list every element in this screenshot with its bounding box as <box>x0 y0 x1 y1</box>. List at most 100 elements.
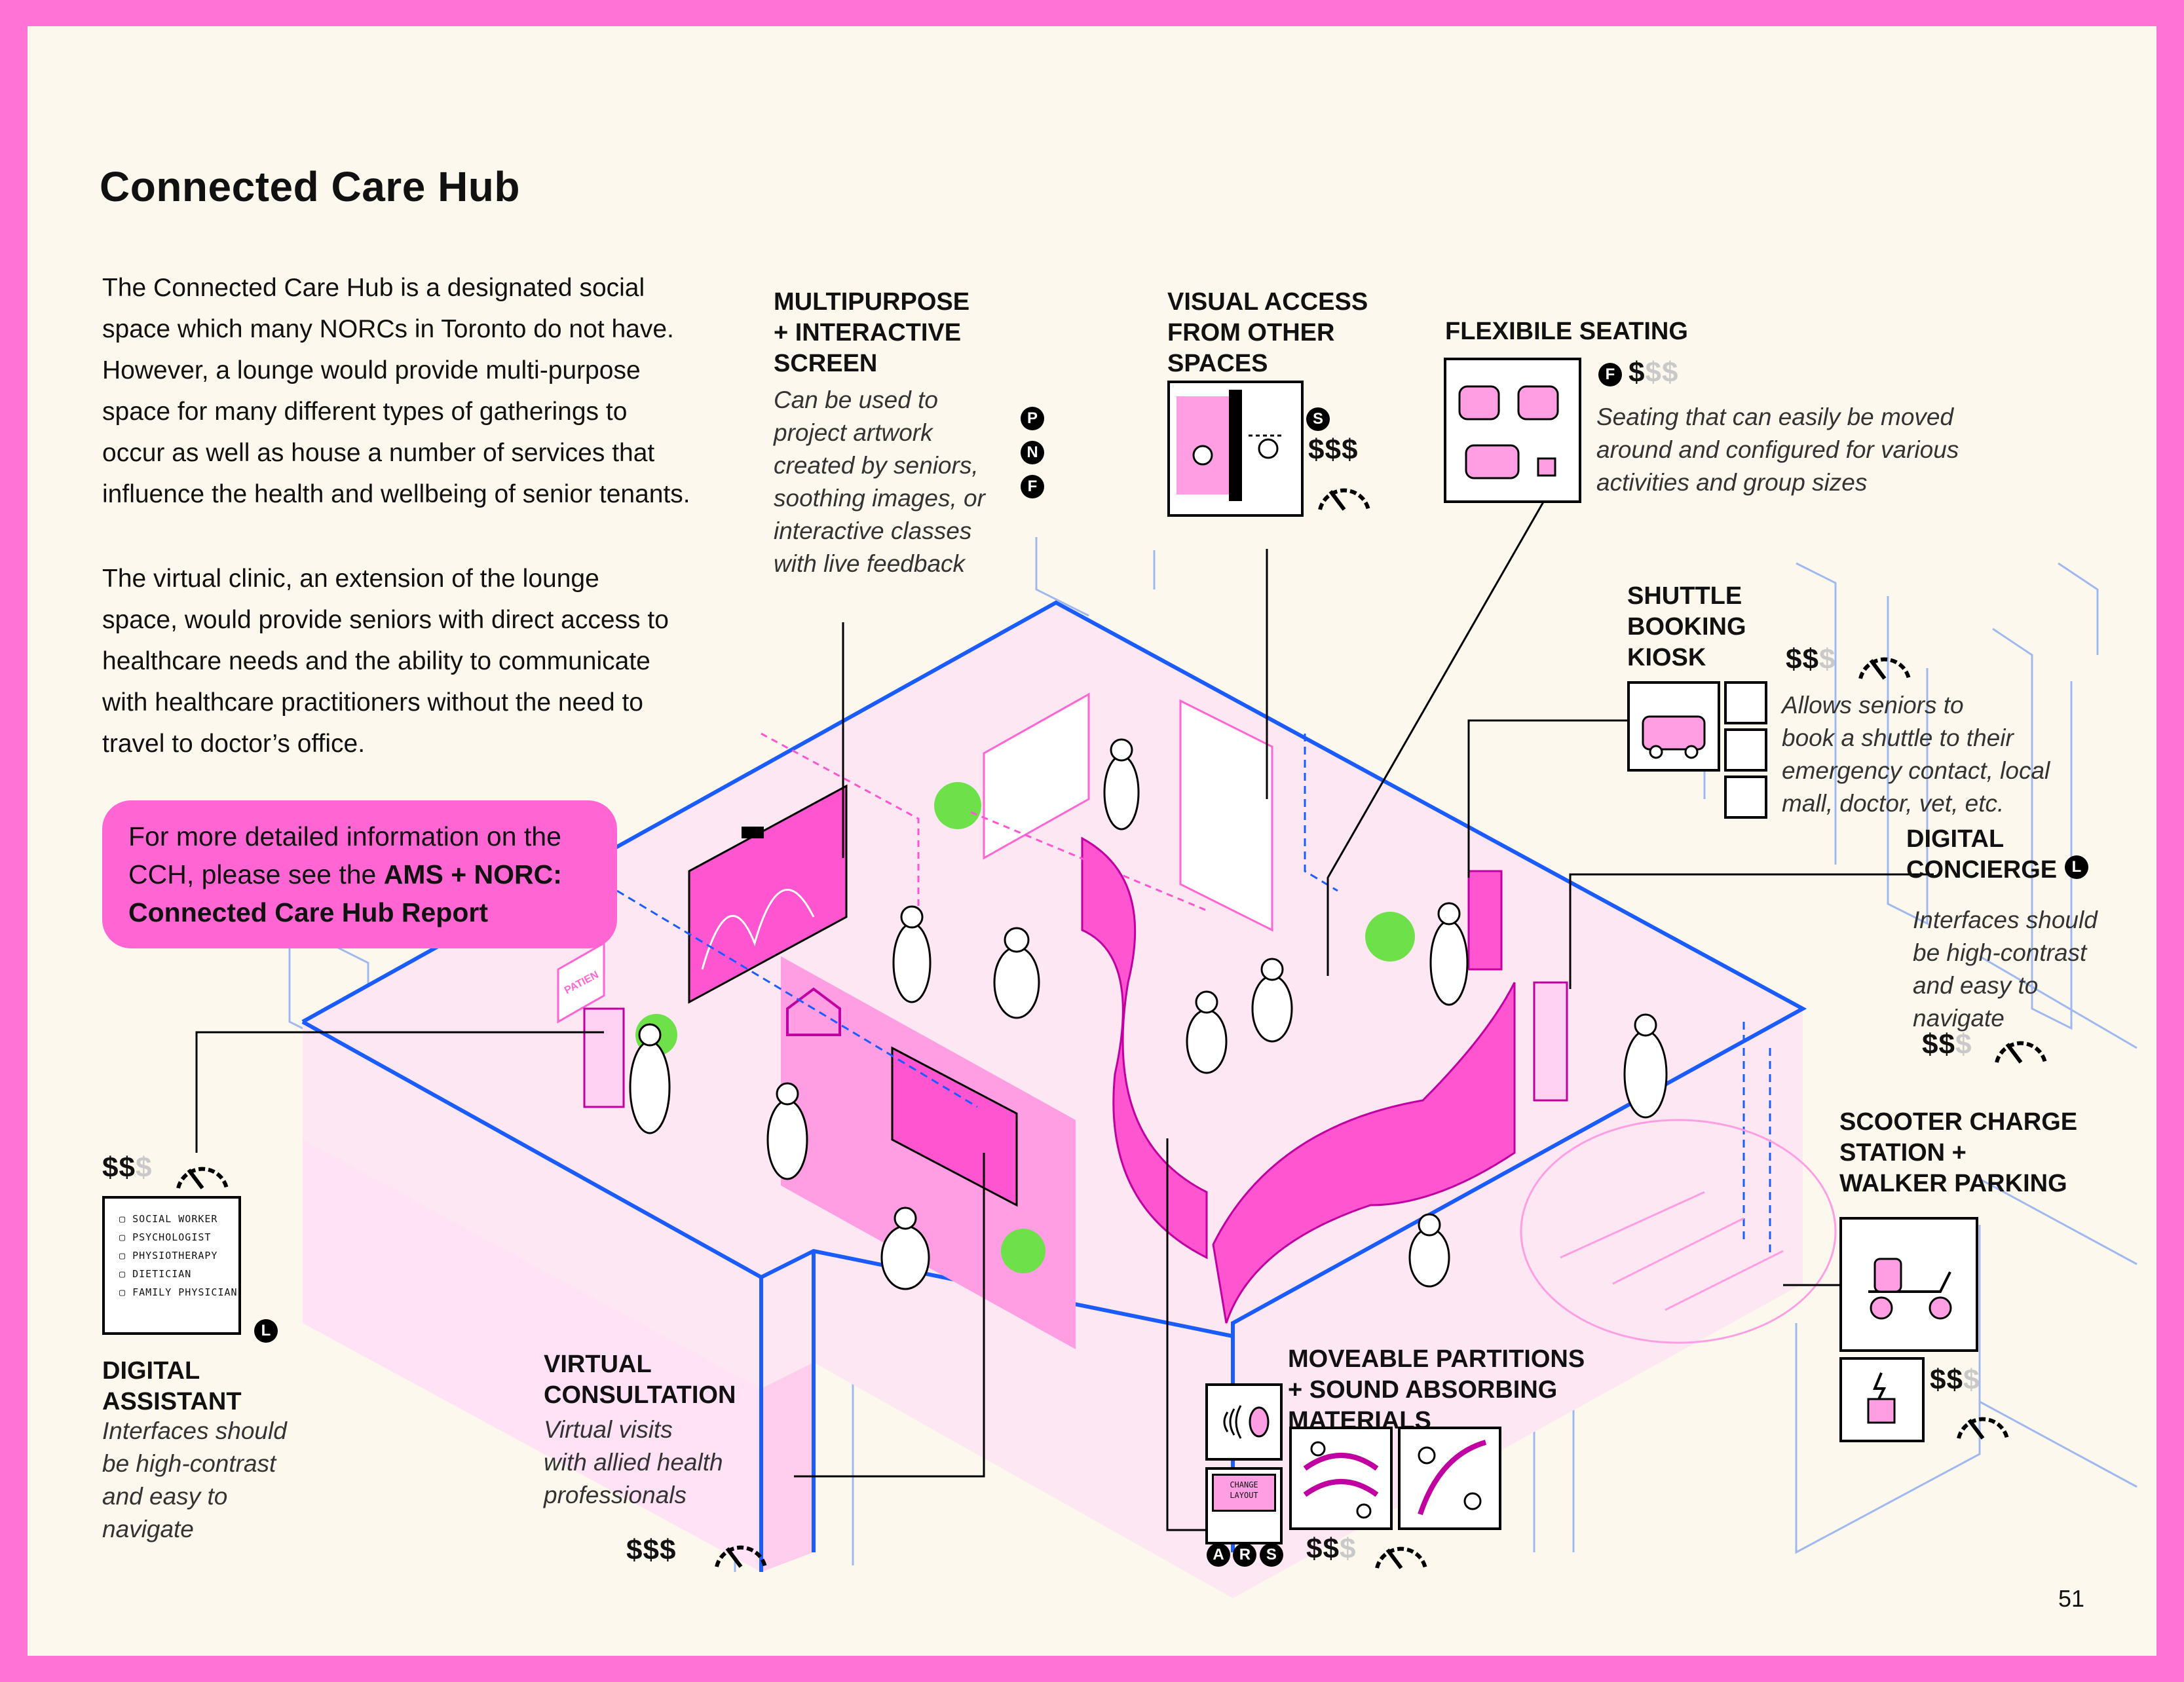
scooter-parking-area <box>1520 1119 1837 1344</box>
assistant-option[interactable]: ▢ PHYSIOTHERAPY <box>119 1250 218 1262</box>
desc-virtual-consultation: Virtual visits with allied health profes… <box>544 1413 793 1512</box>
callout-report-title[interactable]: Connected Care Hub Report <box>128 897 488 927</box>
shuttle-subicon-3 <box>1724 776 1767 819</box>
shuttle-icon-box <box>1627 681 1720 772</box>
assistant-option[interactable]: ▢ DIETICIAN <box>119 1268 192 1280</box>
window-back-right <box>1179 699 1273 932</box>
text-line: travel to doctor’s office. <box>102 730 366 758</box>
desc-digital-concierge: Interfaces should be high-contrast and e… <box>1913 904 2149 1035</box>
label-moveable-partitions: MOVEABLE PARTITIONS + SOUND ABSORBING MA… <box>1288 1344 1585 1436</box>
virtual-consultation-screen <box>891 1046 1018 1207</box>
callout-report-link[interactable]: AMS + NORC: <box>383 859 562 889</box>
leader-lines <box>195 495 1934 1531</box>
intro-paragraph-1: The Connected Care Hub is a designated s… <box>102 267 770 515</box>
label-line: SHUTTLE <box>1627 582 1742 610</box>
text-line: with healthcare practitioners without th… <box>102 688 643 717</box>
badge-s: S <box>1259 1543 1283 1567</box>
badge-f: F <box>1598 363 1622 386</box>
assistant-option-label: DIETICIAN <box>132 1268 192 1280</box>
label-line: MOVEABLE PARTITIONS <box>1288 1345 1585 1373</box>
desc-line: and easy to <box>1913 972 2039 999</box>
assistant-option-label: PHYSIOTHERAPY <box>132 1250 218 1262</box>
desc-line: Allows seniors to <box>1782 692 1964 719</box>
cost-off: $ <box>1339 1533 1357 1565</box>
curved-partition-1 <box>1081 836 1208 1260</box>
assistant-kiosk <box>583 1007 625 1108</box>
desc-flexible-seating: Seating that can easily be moved around … <box>1596 401 2003 499</box>
cost-on: $$ <box>102 1151 136 1184</box>
assistant-option-label: PSYCHOLOGIST <box>132 1231 212 1243</box>
sound-absorbing-icon-box <box>1205 1383 1283 1461</box>
text-line: The virtual clinic, an extension of the … <box>102 565 599 593</box>
screen-text: CHANGE <box>1230 1480 1258 1489</box>
shuttle-van-icon <box>1642 715 1706 759</box>
label-line: KIOSK <box>1627 644 1706 671</box>
multipurpose-screen-illustration <box>688 784 848 1004</box>
assistant-option[interactable]: ▢ PSYCHOLOGIST <box>119 1231 212 1243</box>
label-line: + INTERACTIVE <box>774 319 962 346</box>
flexible-seating-icon-box <box>1444 358 1581 503</box>
intro-paragraph-2: The virtual clinic, an extension of the … <box>102 558 770 764</box>
desc-multipurpose-screen: Can be used to project artwork created b… <box>774 384 1049 580</box>
cost-digital-assistant: $$$ <box>102 1151 152 1184</box>
effort-gauge-icon <box>715 1545 767 1568</box>
effort-gauge-icon <box>1957 1417 2009 1440</box>
label-line: SPACES <box>1167 350 1268 377</box>
change-layout-screen[interactable]: CHANGE LAYOUT <box>1212 1474 1276 1512</box>
floor-plan-illustration <box>195 495 2137 1598</box>
label-line: + SOUND ABSORBING <box>1288 1376 1558 1404</box>
desc-shuttle: Allows seniors to book a shuttle to thei… <box>1782 689 2122 820</box>
assistant-option[interactable]: ▢ SOCIAL WORKER <box>119 1213 218 1225</box>
callout-text: CCH, please see the <box>128 859 384 889</box>
desc-line: Interfaces should <box>102 1417 287 1444</box>
assistant-option[interactable]: ▢ FAMILY PHYSICIAN <box>119 1286 238 1298</box>
label-line: CONSULTATION <box>544 1381 736 1409</box>
callout-line: For more detailed information on the <box>128 821 561 851</box>
desc-digital-assistant: Interfaces should be high-contrast and e… <box>102 1415 338 1546</box>
cost-on: $$ <box>1930 1364 1963 1396</box>
shuttle-subicon-2 <box>1724 728 1767 772</box>
front-wall-left <box>303 1140 761 1572</box>
patient-sign <box>557 941 605 1024</box>
label-line: SCOOTER CHARGE <box>1839 1108 2078 1136</box>
desc-line: with allied health <box>544 1449 723 1476</box>
assistant-option-label: SOCIAL WORKER <box>132 1213 218 1225</box>
page-number: 51 <box>2058 1585 2085 1612</box>
desc-line: soothing images, or <box>774 485 985 512</box>
label-line: VISUAL ACCESS <box>1167 288 1368 316</box>
badge-l: L <box>2065 855 2088 879</box>
curved-partition-2 <box>1212 982 1516 1324</box>
label-line: FROM OTHER <box>1167 319 1335 346</box>
ear-sound-icon <box>1223 1405 1270 1439</box>
badge-s: S <box>1306 407 1330 431</box>
label-line: ASSISTANT <box>102 1388 242 1415</box>
layout-option-2 <box>1398 1427 1501 1530</box>
cost-on: $$$ <box>626 1534 677 1566</box>
desc-line: Virtual visits <box>544 1416 673 1443</box>
cost-scooter: $$$ <box>1930 1364 1980 1396</box>
people <box>629 738 1668 1290</box>
label-line: WALKER PARKING <box>1839 1170 2067 1197</box>
cost-visual-access: $$$ <box>1308 434 1358 466</box>
front-wall-corner <box>761 1362 814 1572</box>
desc-line: professionals <box>544 1482 687 1508</box>
report-callout[interactable]: For more detailed information on the CCH… <box>102 800 617 948</box>
partition-layout-icon <box>1418 1440 1487 1516</box>
badge-a: A <box>1207 1543 1230 1567</box>
flexible-seating-icon <box>1458 385 1559 479</box>
label-line: MULTIPURPOSE <box>774 288 970 316</box>
cost-shuttle: $$$ <box>1786 643 1836 676</box>
text-line: space, would provide seniors with direct… <box>102 606 669 634</box>
scooter-icon-box <box>1839 1217 1978 1352</box>
badges-multipurpose: P N F <box>1021 407 1047 498</box>
text-line: space which many NORCs in Toronto do not… <box>102 315 674 343</box>
cost-partitions: $$$ <box>1306 1533 1356 1565</box>
floor <box>303 603 1803 1598</box>
cost-on: $$$ <box>1308 434 1359 466</box>
scooter-icon <box>1868 1258 1952 1320</box>
cost-on: $ <box>1629 356 1646 388</box>
desc-line: and easy to <box>102 1483 228 1510</box>
cost-on: $$ <box>1306 1533 1340 1565</box>
cost-off: $ <box>135 1151 153 1184</box>
assistant-option-label: FAMILY PHYSICIAN <box>132 1286 238 1298</box>
